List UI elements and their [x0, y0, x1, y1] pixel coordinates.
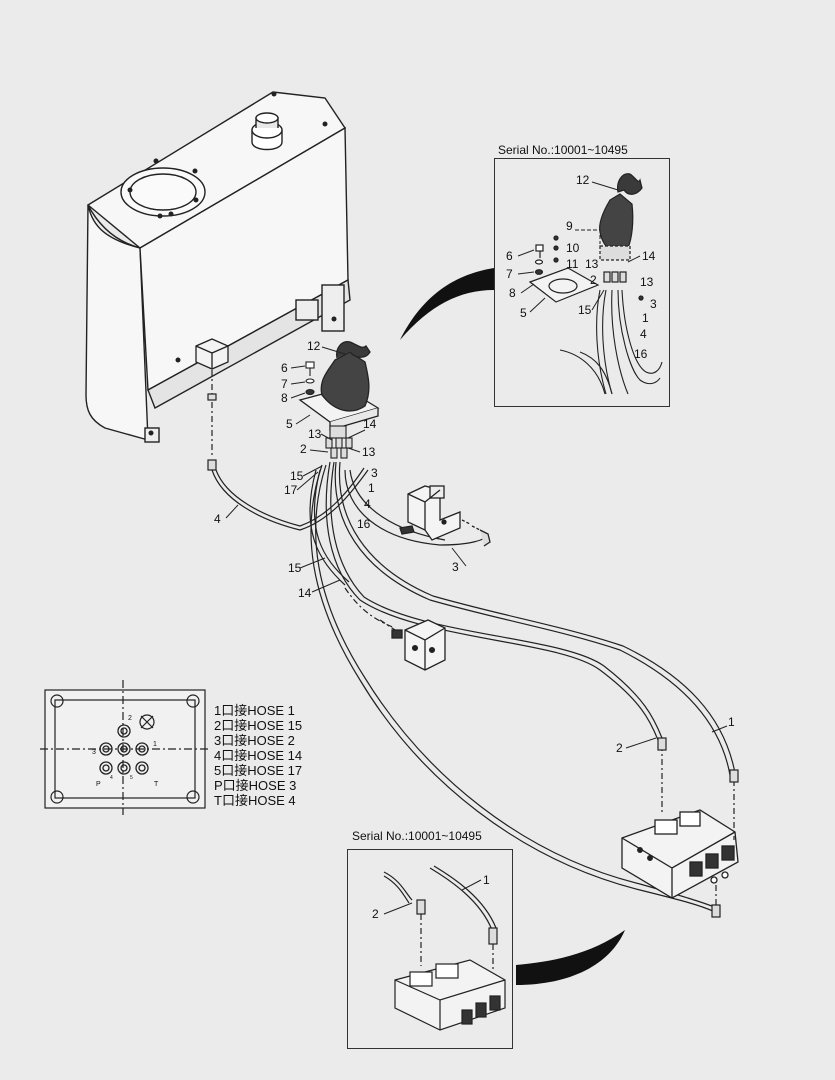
callout-6: 6: [281, 361, 288, 375]
top-inset-pointer: [400, 268, 494, 340]
callout-12: 12: [307, 339, 321, 353]
callout-4a: 4: [364, 497, 371, 511]
top-callout-13b: 13: [640, 275, 654, 289]
connection-1: 1口接HOSE 1: [214, 703, 295, 718]
bottom-serial-inset: [347, 849, 513, 1049]
callout-5: 5: [286, 417, 293, 431]
tank-tee-block: [195, 338, 229, 370]
connection-p: P口接HOSE 3: [214, 778, 297, 793]
bottom-inset-pointer: [516, 930, 625, 985]
callout-2b: 2: [616, 741, 623, 755]
connection-5: 5口接HOSE 17: [214, 763, 303, 778]
port-label-p: P: [96, 781, 101, 788]
tank-bolts: [127, 91, 337, 436]
port-labels: 2 3 1 P T 4 5: [92, 715, 159, 788]
bottom-inset-art: [383, 865, 506, 1031]
top-callout-4: 4: [640, 327, 647, 341]
bottom-callout-1: 1: [483, 873, 490, 887]
bolt-stack-main: [305, 361, 315, 396]
callout-3b: 3: [452, 560, 459, 574]
connection-3: 3口接HOSE 2: [214, 733, 295, 748]
callout-13b: 13: [362, 445, 376, 459]
hydraulic-tank: [85, 91, 351, 443]
bottom-inset-leaders: [383, 879, 482, 915]
main-control-valve: [621, 809, 739, 899]
port-label-4: 4: [110, 775, 113, 781]
main-callouts: 12 6 7 8 5 13 14 2 13 1 15 3 17 4 4 16 3…: [214, 339, 735, 755]
top-serial-label: Serial No.:10001~10495: [498, 143, 628, 157]
callout-1b: 1: [728, 715, 735, 729]
top-inset-callouts: 12 9 10 6 11 13 14 7 2 13 8 3 15 1 5 4 1…: [506, 173, 657, 361]
callout-16: 16: [357, 517, 371, 531]
pressure-block: [379, 619, 446, 671]
top-callout-5: 5: [520, 306, 527, 320]
port-label-1: 1: [153, 741, 157, 748]
top-callout-9: 9: [566, 219, 573, 233]
port-label-3: 3: [92, 749, 96, 756]
connection-2: 2口接HOSE 15: [214, 718, 303, 733]
top-inset-art: [528, 173, 663, 395]
top-inset-leaders: [517, 181, 641, 313]
port-plate: [40, 680, 210, 815]
top-callout-12: 12: [576, 173, 590, 187]
callout-2: 2: [300, 442, 307, 456]
callout-1: 1: [368, 481, 375, 495]
callout-15b: 15: [288, 561, 302, 575]
joystick-main: [298, 341, 380, 459]
top-callout-8: 8: [509, 286, 516, 300]
top-callout-2: 2: [590, 273, 597, 287]
hose-4-dashed: [207, 370, 217, 471]
callout-7: 7: [281, 377, 288, 391]
bottom-callout-2: 2: [372, 907, 379, 921]
port-label-5: 5: [130, 775, 133, 781]
callout-8: 8: [281, 391, 288, 405]
callout-15a: 15: [290, 469, 304, 483]
top-callout-1: 1: [642, 311, 649, 325]
bottom-inset-callouts: 1 2: [372, 873, 490, 921]
bottom-serial-label: Serial No.:10001~10495: [352, 829, 482, 843]
top-callout-11: 11: [566, 257, 579, 271]
port-label-t: T: [154, 781, 159, 788]
top-callout-14: 14: [642, 249, 656, 263]
top-callout-10: 10: [566, 241, 580, 255]
top-callout-16: 16: [634, 347, 648, 361]
callout-14: 14: [363, 417, 377, 431]
callout-13a: 13: [308, 427, 322, 441]
main-leaders: [225, 346, 728, 749]
solenoid-valve: [399, 485, 491, 547]
top-callout-3: 3: [650, 297, 657, 311]
top-callout-15: 15: [578, 303, 592, 317]
main-hoses: [211, 461, 736, 913]
top-callout-6: 6: [506, 249, 513, 263]
connection-4: 4口接HOSE 14: [214, 748, 303, 763]
connection-t: T口接HOSE 4: [214, 793, 296, 808]
top-callout-13a: 13: [585, 257, 599, 271]
callout-4b: 4: [214, 512, 221, 526]
top-serial-inset: [494, 158, 670, 407]
callout-17: 17: [284, 483, 298, 497]
port-label-2: 2: [128, 715, 132, 722]
callout-3a: 3: [371, 466, 378, 480]
top-callout-7: 7: [506, 267, 513, 281]
callout-14b: 14: [298, 586, 312, 600]
valve-hose-fittings: [657, 737, 739, 918]
